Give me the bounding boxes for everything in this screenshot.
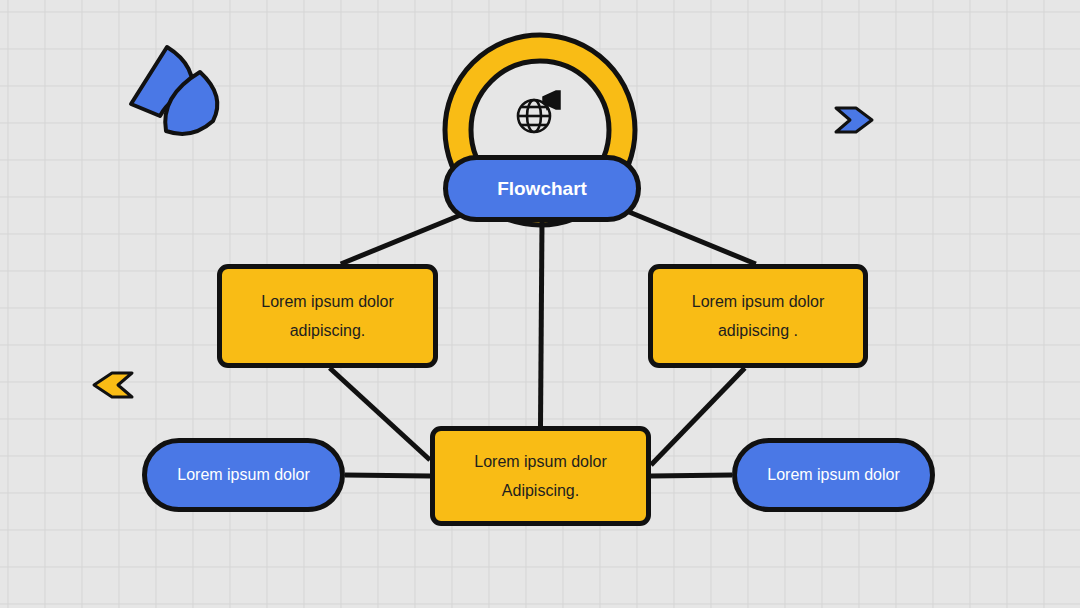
grid-line xyxy=(1007,0,1008,608)
blue-petal-shape xyxy=(131,47,217,134)
connector xyxy=(330,368,430,460)
connector xyxy=(629,212,756,264)
node-text: Flowchart xyxy=(497,178,587,200)
connector xyxy=(345,475,430,476)
title-pill: Flowchart xyxy=(443,155,641,222)
connector xyxy=(541,222,543,426)
chevron-right xyxy=(836,108,872,132)
globe-latitude xyxy=(521,124,547,127)
grid-line xyxy=(1044,0,1045,608)
grid-line xyxy=(896,0,897,608)
grid-line xyxy=(933,0,934,608)
node-text: Lorem ipsum dolor xyxy=(177,465,310,485)
megaphone-handle xyxy=(546,103,548,110)
connector xyxy=(651,368,745,465)
connector xyxy=(341,215,460,264)
megaphone xyxy=(543,91,560,109)
globe-latitude xyxy=(521,106,547,109)
node-text: Lorem ipsum dolor Adipiscing. xyxy=(458,447,623,505)
terminal-pill: Lorem ipsum dolor xyxy=(142,438,345,512)
petal xyxy=(165,72,217,134)
globe-equator xyxy=(518,115,550,118)
node-text: Lorem ipsum dolor adipiscing . xyxy=(676,287,841,345)
node-text: Lorem ipsum dolor xyxy=(767,465,900,485)
node-text: Lorem ipsum dolor adipiscing. xyxy=(245,287,410,345)
chevron-left xyxy=(94,373,132,397)
grid-line xyxy=(0,530,1080,531)
globe xyxy=(518,100,550,132)
grid-line xyxy=(0,12,1080,13)
connector xyxy=(651,475,732,476)
grid-line xyxy=(119,0,120,608)
grid-line xyxy=(0,604,1080,605)
terminal-pill: Lorem ipsum dolor xyxy=(732,438,935,512)
grid-line xyxy=(8,0,9,608)
grid-line xyxy=(970,0,971,608)
globe-megaphone-icon xyxy=(518,91,560,132)
process-box: Lorem ipsum dolor adipiscing. xyxy=(217,264,438,368)
grid-line xyxy=(0,567,1080,568)
process-box: Lorem ipsum dolor adipiscing . xyxy=(648,264,868,368)
grid-line xyxy=(82,0,83,608)
process-box: Lorem ipsum dolor Adipiscing. xyxy=(430,426,651,526)
grid-line xyxy=(45,0,46,608)
